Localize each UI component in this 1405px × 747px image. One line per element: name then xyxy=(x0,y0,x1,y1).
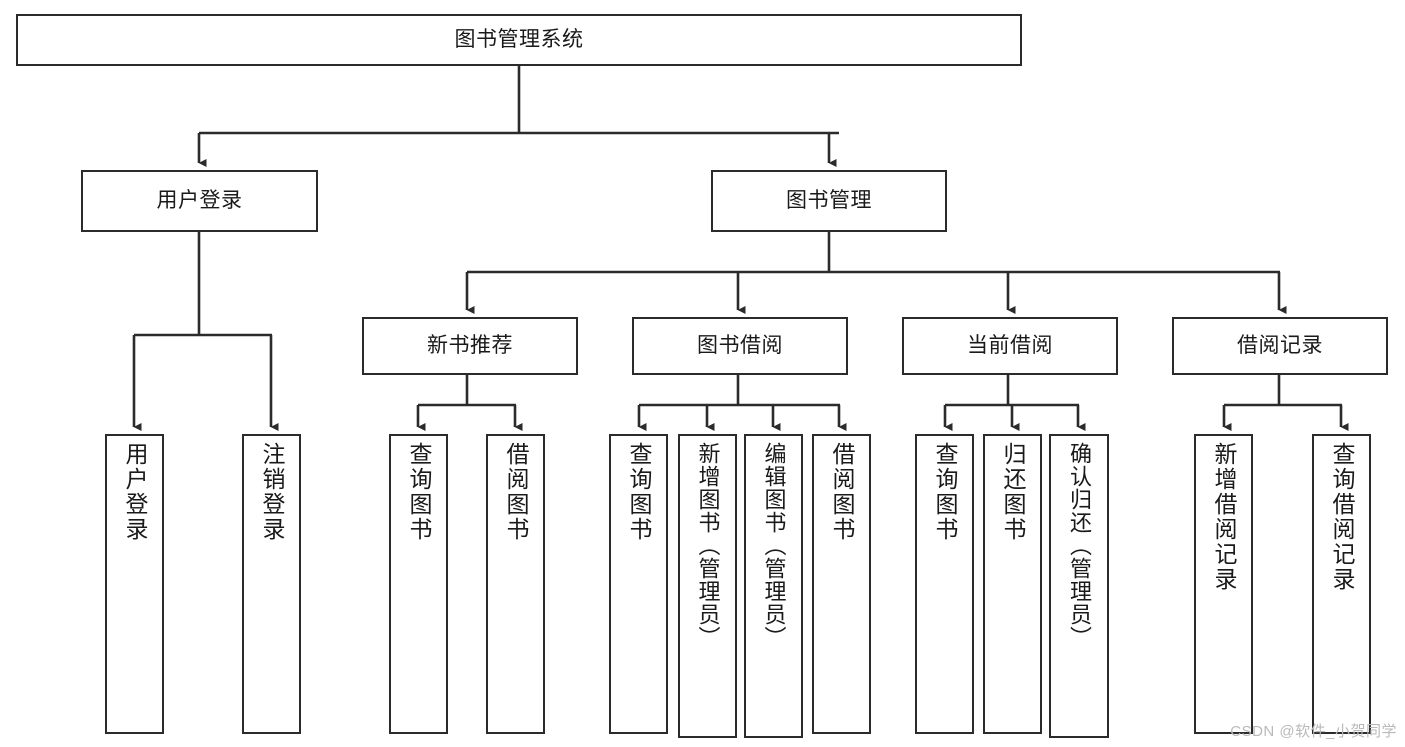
node-label: 图书借阅 xyxy=(697,333,783,357)
node-borrow-record[interactable]: 借阅记录 xyxy=(1172,317,1388,375)
node-label: 借阅图书 xyxy=(829,442,855,542)
leaf-logout-login[interactable]: 注销登录 xyxy=(242,434,301,734)
leaf-add-book-admin[interactable]: 新增图书（管理员） xyxy=(678,434,737,738)
node-label: 借阅图书 xyxy=(503,442,529,542)
node-label: 图书管理 xyxy=(786,188,872,212)
leaf-query-book-recommend[interactable]: 查询图书 xyxy=(389,434,448,734)
node-root-book-management-system[interactable]: 图书管理系统 xyxy=(16,14,1022,66)
node-label: 查询图书 xyxy=(626,442,652,542)
node-book-manage[interactable]: 图书管理 xyxy=(711,170,947,232)
node-label: 查询图书 xyxy=(932,442,958,542)
node-label: 查询借阅记录 xyxy=(1329,442,1355,592)
node-label: 查询图书 xyxy=(406,442,432,542)
node-label: 新书推荐 xyxy=(427,333,513,357)
leaf-confirm-return-admin[interactable]: 确认归还（管理员） xyxy=(1049,434,1109,738)
leaf-user-login[interactable]: 用户登录 xyxy=(105,434,164,734)
node-label: 新增借阅记录 xyxy=(1211,442,1237,592)
leaf-query-borrow-record[interactable]: 查询借阅记录 xyxy=(1312,434,1371,734)
node-label: 图书管理系统 xyxy=(454,27,584,51)
node-new-book-recommend[interactable]: 新书推荐 xyxy=(362,317,578,375)
node-label: 当前借阅 xyxy=(967,333,1053,357)
node-label: 用户登录 xyxy=(156,188,243,212)
node-label: 借阅记录 xyxy=(1237,333,1323,357)
node-current-borrow[interactable]: 当前借阅 xyxy=(902,317,1118,375)
node-label: 新增图书（管理员） xyxy=(695,442,721,649)
leaf-query-book-borrow[interactable]: 查询图书 xyxy=(609,434,668,734)
node-label: 注销登录 xyxy=(259,442,285,542)
node-book-borrow[interactable]: 图书借阅 xyxy=(632,317,848,375)
node-label: 用户登录 xyxy=(122,442,148,542)
leaf-borrow-book-recommend[interactable]: 借阅图书 xyxy=(486,434,545,734)
leaf-add-borrow-record[interactable]: 新增借阅记录 xyxy=(1194,434,1253,734)
leaf-edit-book-admin[interactable]: 编辑图书（管理员） xyxy=(744,434,803,738)
csdn-watermark: CSDN @软件_小贺同学 xyxy=(1230,723,1397,740)
leaf-query-book-current[interactable]: 查询图书 xyxy=(915,434,974,734)
node-label: 编辑图书（管理员） xyxy=(761,442,787,649)
leaf-borrow-book-borrow[interactable]: 借阅图书 xyxy=(812,434,871,734)
node-user-login[interactable]: 用户登录 xyxy=(81,170,318,232)
node-label: 归还图书 xyxy=(1000,442,1026,542)
node-label: 确认归还（管理员） xyxy=(1067,442,1092,649)
leaf-return-book[interactable]: 归还图书 xyxy=(983,434,1042,734)
